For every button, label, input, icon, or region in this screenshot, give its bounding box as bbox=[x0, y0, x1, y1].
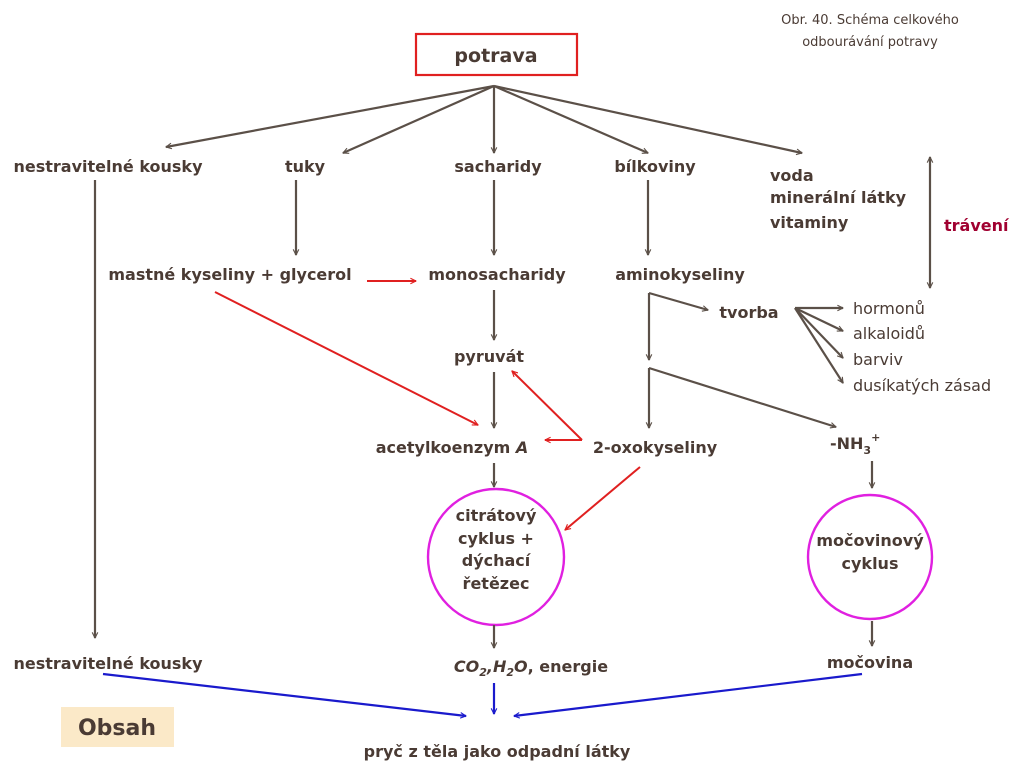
node-nestravitelne-top: nestravitelné kousky bbox=[14, 157, 204, 176]
tvorba-fan-arrows bbox=[794, 307, 844, 383]
node-dusikatych-zasad: dusíkatých zásad bbox=[853, 376, 991, 395]
citratovy-cyklus-circle bbox=[426, 487, 566, 627]
co2-sub: 2 bbox=[479, 666, 487, 679]
node-barviv: barviv bbox=[853, 350, 903, 369]
fan-out-arrows bbox=[166, 84, 802, 155]
acetylkoenzym-text: acetylkoenzym bbox=[376, 438, 516, 457]
node-voda: voda bbox=[770, 166, 814, 185]
obsah-button-bg[interactable] bbox=[61, 707, 174, 747]
caption-line-2: odbourávání potravy bbox=[802, 35, 938, 50]
node-mocovina: močovina bbox=[827, 653, 913, 672]
mocovinovy-line-1: močovinový bbox=[816, 531, 924, 550]
red-arrow-oxo-pyruvat bbox=[512, 371, 583, 441]
co2-text: CO bbox=[454, 657, 480, 676]
node-tvorba: tvorba bbox=[719, 303, 778, 322]
caption-line-1: Obr. 40. Schéma celkového bbox=[781, 13, 959, 28]
node-pyruvat: pyruvát bbox=[454, 347, 524, 366]
citratovy-line-3: dýchací bbox=[462, 551, 532, 570]
node-potrava: potrava bbox=[454, 45, 537, 67]
nh3-sub: 3 bbox=[863, 444, 871, 457]
node-aminokyseliny: aminokyseliny bbox=[615, 265, 745, 284]
citratovy-line-1: citrátový bbox=[456, 506, 537, 525]
node-alkaloidu: alkaloidů bbox=[853, 324, 925, 343]
node-oxokyseliny: 2-oxokyseliny bbox=[593, 438, 718, 457]
mocovinovy-line-2: cyklus bbox=[842, 554, 899, 573]
blue-arrow-mocovina-waste bbox=[514, 672, 863, 716]
red-arrow-oxo-citratovy bbox=[565, 466, 641, 530]
arrow-tvorba-barviv bbox=[794, 307, 843, 358]
label-traveni: trávení bbox=[944, 216, 1010, 235]
node-nestravitelne-bottom: nestravitelné kousky bbox=[14, 654, 204, 673]
arrow-aminokyseliny-nh3 bbox=[648, 366, 836, 427]
node-mastne-kyseliny: mastné kyseliny + glycerol bbox=[108, 265, 351, 284]
arrow-to-tuky bbox=[343, 84, 495, 155]
arrow-to-bilkoviny bbox=[493, 84, 648, 155]
arrow-aminokyseliny-tvorba bbox=[648, 291, 708, 310]
node-monosacharidy: monosacharidy bbox=[428, 265, 566, 284]
arrow-to-voda bbox=[493, 84, 802, 153]
nh3-prefix: -NH bbox=[830, 434, 863, 453]
acetylkoenzym-a: A bbox=[514, 438, 528, 457]
mocovinovy-cyklus-circle bbox=[806, 493, 934, 621]
node-tuky: tuky bbox=[285, 157, 326, 176]
node-sacharidy: sacharidy bbox=[454, 157, 542, 176]
red-arrow-mastne-acetylkoenzym bbox=[214, 291, 478, 426]
node-bilkoviny: bílkoviny bbox=[614, 157, 696, 176]
energie-text: , energie bbox=[528, 657, 609, 676]
node-vitaminy: vitaminy bbox=[770, 213, 849, 232]
h2o-sub: 2 bbox=[506, 666, 514, 679]
arrow-tvorba-dusikatych bbox=[794, 307, 844, 383]
node-mineralni-latky: minerální látky bbox=[770, 188, 907, 207]
arrow-tvorba-alkaloidu bbox=[794, 307, 843, 332]
node-co2-h2o-energie: CO2,H2O, energie bbox=[454, 657, 608, 679]
citratovy-line-2: cyklus + bbox=[458, 529, 534, 548]
blue-arrow-nestravitelne-waste bbox=[102, 672, 466, 716]
nh3-sup: + bbox=[871, 431, 880, 444]
potrava-box bbox=[414, 32, 579, 77]
obsah-button-label[interactable]: Obsah bbox=[78, 716, 156, 741]
node-pryc-z-tela: pryč z těla jako odpadní látky bbox=[364, 742, 631, 761]
h2o-o: O bbox=[514, 657, 528, 676]
h2o-sep: ,H bbox=[486, 657, 507, 676]
node-hormonu: hormonů bbox=[853, 299, 925, 318]
obsah-button[interactable]: Obsah bbox=[61, 707, 174, 747]
node-nh3: -NH3+ bbox=[830, 431, 880, 457]
citratovy-line-4: řetězec bbox=[463, 574, 530, 593]
node-acetylkoenzym: acetylkoenzym A bbox=[376, 438, 529, 457]
arrow-to-nestravitelne bbox=[166, 84, 495, 147]
